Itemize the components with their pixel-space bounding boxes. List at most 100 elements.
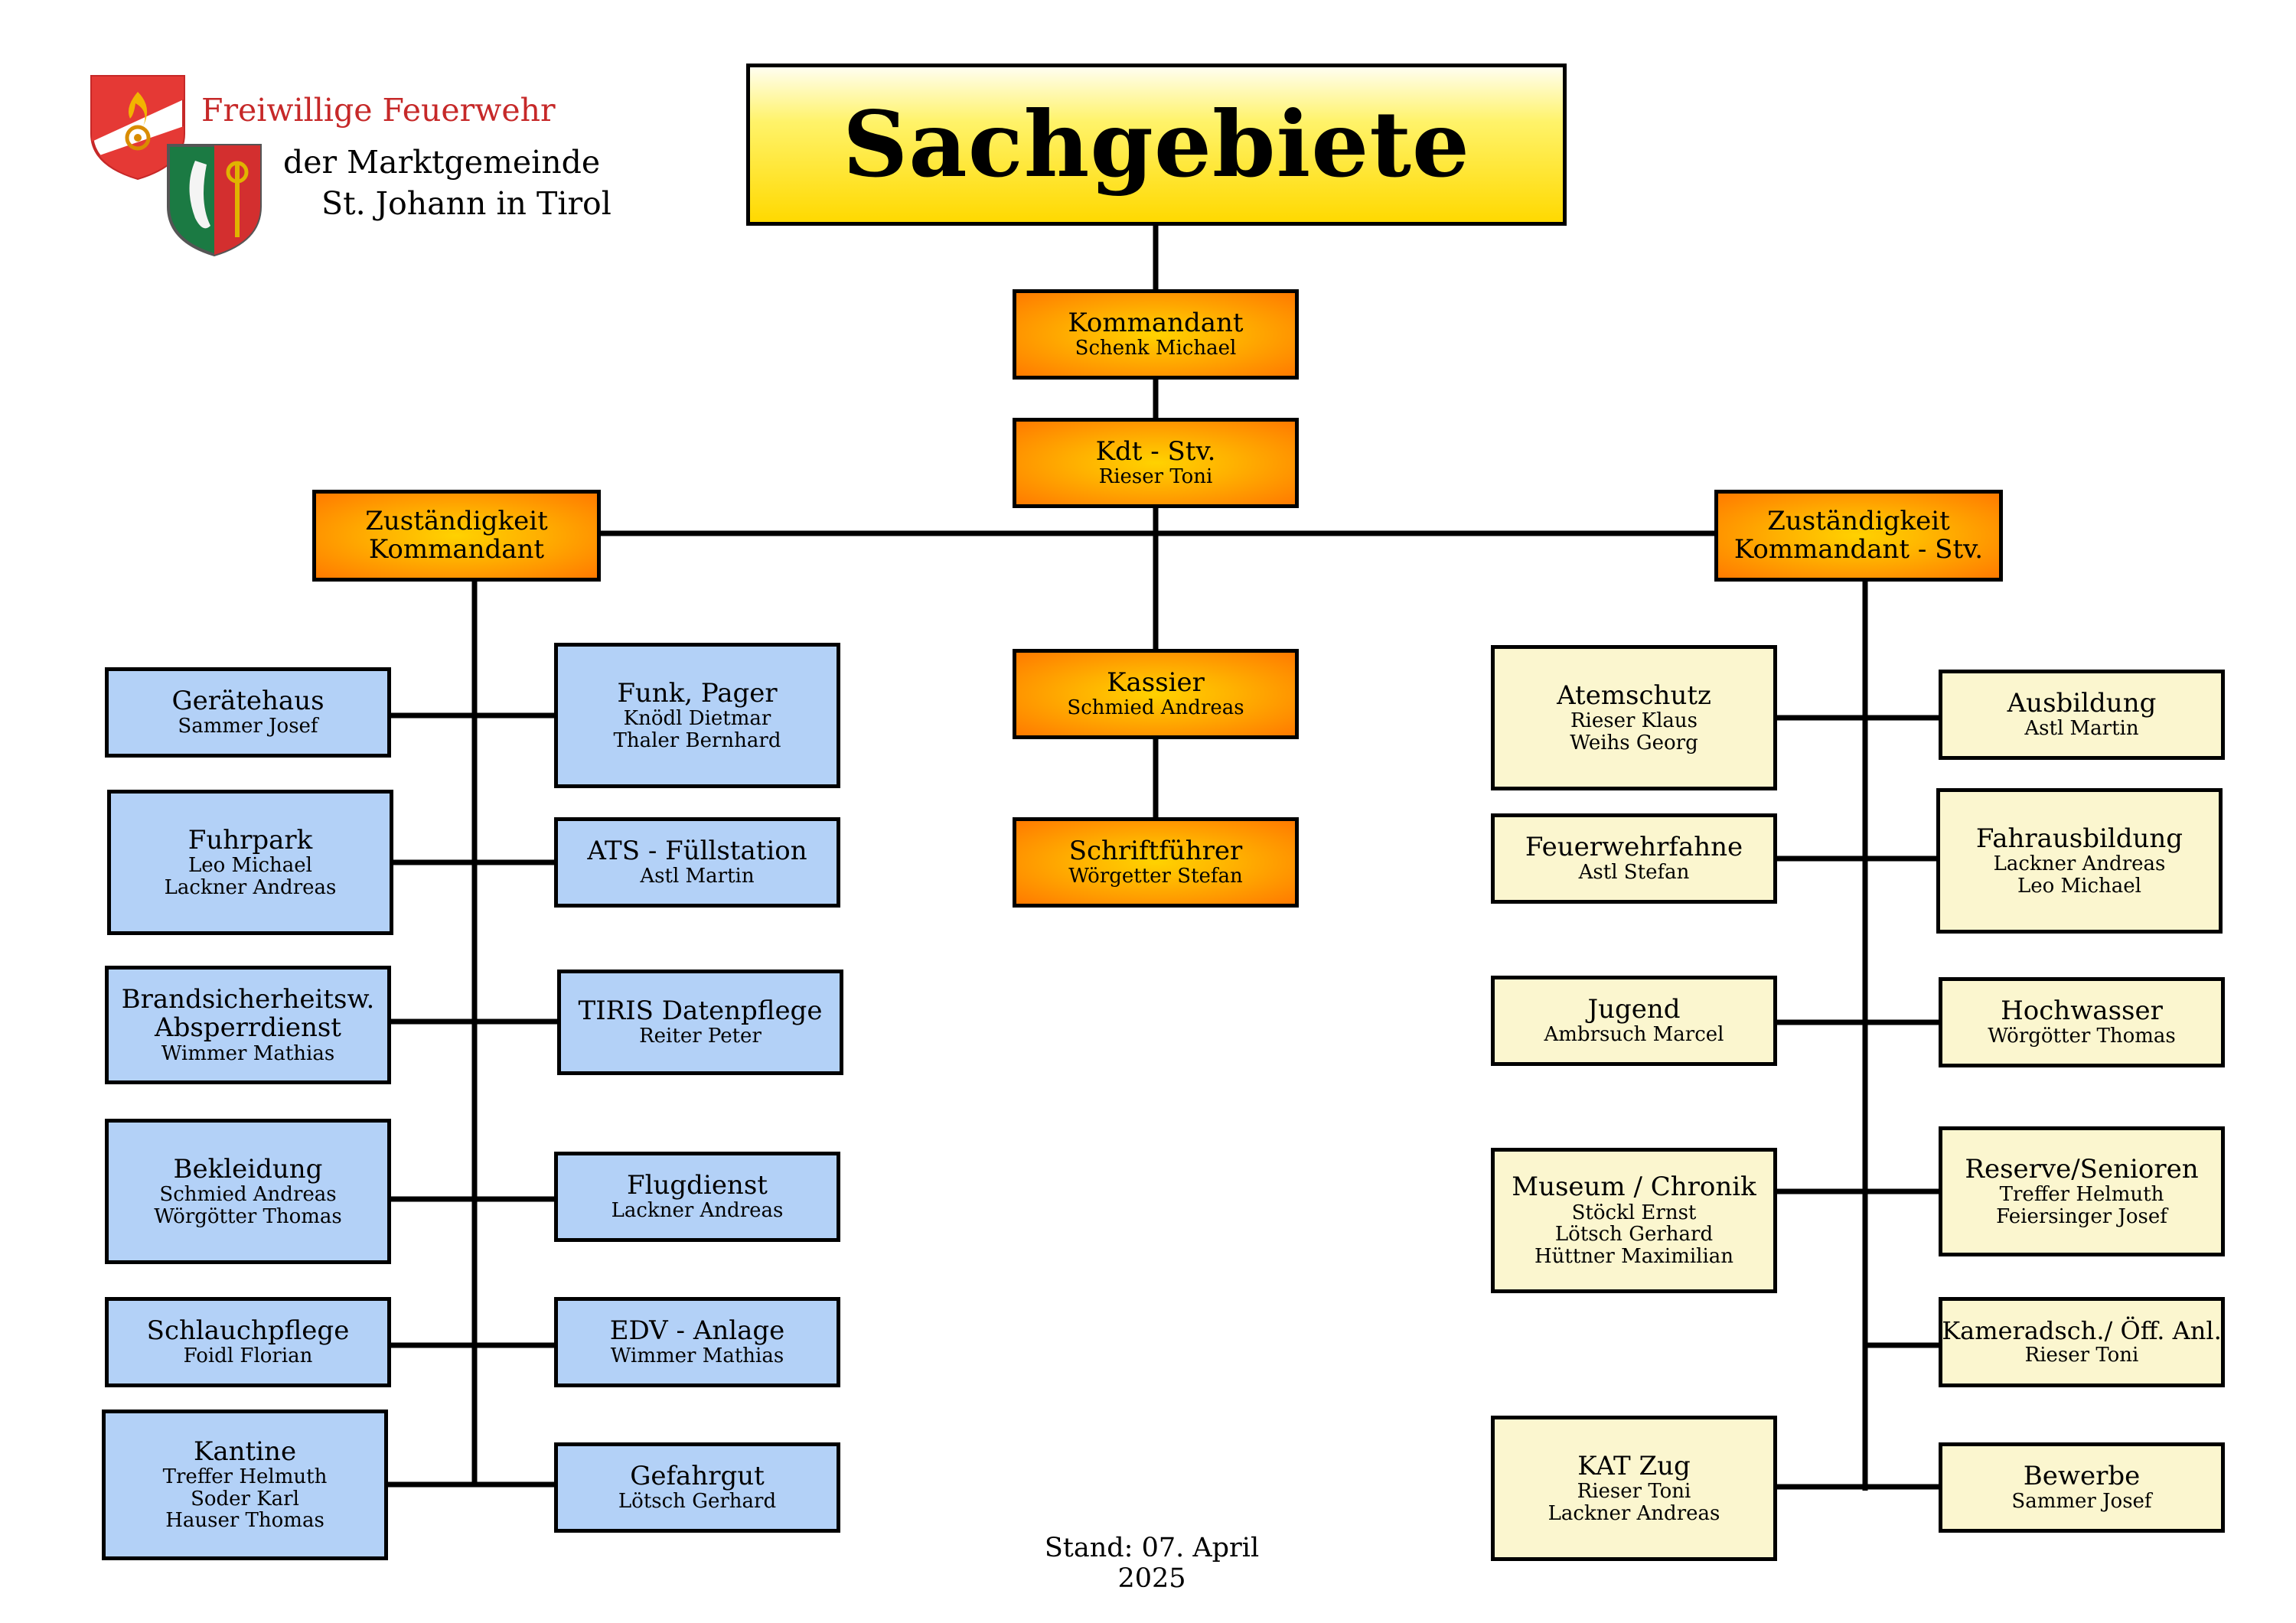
box-title: Jugend [1587, 994, 1681, 1025]
box-person: Rieser Klaus [1570, 709, 1698, 733]
task-box-reserve-senioren: Reserve/Senioren Treffer Helmuth Feiersi… [1939, 1126, 2225, 1256]
box-title: Gerätehaus [171, 686, 325, 716]
box-person: Wörgetter Stefan [1068, 865, 1243, 888]
kassier-box: Kassier Schmied Andreas [1013, 649, 1299, 739]
box-person: Knödl Dietmar [623, 707, 771, 731]
task-box-hochwasser: Hochwasser Wörgötter Thomas [1939, 977, 2225, 1067]
box-person: Lackner Andreas [1548, 1501, 1720, 1525]
box-title: Gefahrgut [630, 1461, 765, 1491]
task-box-geraetehaus: Gerätehaus Sammer Josef [105, 667, 391, 758]
box-person: Hüttner Maximilian [1534, 1244, 1734, 1268]
box-person: Weihs Georg [1570, 731, 1698, 754]
box-title: Kommandant - Stv. [1733, 534, 1984, 565]
box-person: Rieser Toni [2024, 1344, 2139, 1367]
zustaendigkeit-kommandant-box: Zuständigkeit Kommandant [312, 490, 601, 582]
kdt-stv-box: Kdt - Stv. Rieser Toni [1013, 418, 1299, 508]
box-person: Astl Martin [640, 865, 755, 888]
org-name-line3: St. Johann in Tirol [321, 185, 612, 222]
task-box-fuhrpark: Fuhrpark Leo Michael Lackner Andreas [107, 790, 393, 935]
box-title: Funk, Pager [617, 677, 778, 709]
task-box-museum-chronik: Museum / Chronik Stöckl Ernst Lötsch Ger… [1491, 1148, 1777, 1293]
fire-brigade-crest-icon [90, 75, 185, 180]
box-person: Rieser Toni [1577, 1480, 1691, 1504]
task-box-schlauchpflege: Schlauchpflege Foidl Florian [105, 1297, 391, 1387]
task-box-ausbildung: Ausbildung Astl Martin [1939, 670, 2225, 760]
task-box-feuerwehrfahne: Feuerwehrfahne Astl Stefan [1491, 813, 1777, 904]
box-person: Leo Michael [2017, 874, 2142, 898]
task-box-kameradschaft: Kameradsch./ Öff. Anl. Rieser Toni [1939, 1297, 2225, 1387]
box-person: Ambrsuch Marcel [1544, 1023, 1724, 1047]
box-title: Fuhrpark [188, 824, 313, 855]
task-box-gefahrgut: Gefahrgut Lötsch Gerhard [554, 1442, 840, 1533]
box-title: EDV - Anlage [609, 1315, 785, 1346]
box-person: Leo Michael [188, 854, 313, 878]
box-person: Sammer Josef [178, 715, 318, 738]
box-title: Absperrdienst [155, 1012, 341, 1044]
box-person: Astl Stefan [1578, 861, 1690, 885]
box-person: Schenk Michael [1075, 337, 1237, 360]
page-title-box: Sachgebiete [746, 64, 1567, 226]
box-person: Wörgötter Thomas [1988, 1025, 2176, 1048]
stand-date: Stand: 07. April 2025 [1044, 1533, 1260, 1594]
task-box-funk-pager: Funk, Pager Knödl Dietmar Thaler Bernhar… [554, 643, 840, 788]
box-person: Astl Martin [2024, 717, 2139, 741]
box-person: Reiter Peter [639, 1025, 762, 1048]
box-person: Schmied Andreas [1067, 696, 1244, 720]
box-person: Stöckl Ernst [1571, 1201, 1697, 1224]
box-person: Lackner Andreas [1993, 852, 2166, 876]
task-box-bekleidung: Bekleidung Schmied Andreas Wörgötter Tho… [105, 1119, 391, 1264]
box-title: Kommandant [1068, 308, 1244, 338]
box-person: Wörgötter Thomas [154, 1204, 342, 1228]
page-title: Sachgebiete [843, 91, 1470, 198]
task-box-fahrausbildung: Fahrausbildung Lackner Andreas Leo Micha… [1936, 788, 2223, 934]
box-title: Zuständigkeit [365, 505, 548, 536]
box-title: Atemschutz [1557, 680, 1711, 711]
box-person: Rieser Toni [1098, 465, 1213, 489]
kommandant-box: Kommandant Schenk Michael [1013, 289, 1299, 380]
task-box-brandsicherheitswache: Brandsicherheitsw. Absperrdienst Wimmer … [105, 966, 391, 1084]
box-title: Flugdienst [627, 1170, 768, 1201]
box-person: Sammer Josef [2011, 1490, 2152, 1514]
box-title: KAT Zug [1577, 1450, 1691, 1481]
box-person: Lötsch Gerhard [618, 1490, 777, 1514]
box-person: Soder Karl [191, 1487, 299, 1511]
box-title: Kommandant [368, 534, 545, 565]
box-title: Kdt - Stv. [1095, 436, 1216, 467]
box-title: Schlauchpflege [146, 1315, 350, 1346]
box-title: Kassier [1107, 667, 1205, 698]
task-box-jugend: Jugend Ambrsuch Marcel [1491, 976, 1777, 1066]
box-title: Brandsicherheitsw. [121, 983, 375, 1015]
box-person: Lötsch Gerhard [1554, 1223, 1714, 1247]
fire-brigade-logo: Freiwillige Feuerwehr der Marktgemeinde … [88, 69, 612, 260]
box-title: Hochwasser [2001, 996, 2163, 1026]
task-box-edv-anlage: EDV - Anlage Wimmer Mathias [554, 1297, 840, 1387]
box-title: Museum / Chronik [1512, 1172, 1756, 1203]
task-box-atemschutz: Atemschutz Rieser Klaus Weihs Georg [1491, 645, 1777, 790]
task-box-kantine: Kantine Treffer Helmuth Soder Karl Hause… [102, 1410, 388, 1560]
task-box-tiris-datenpflege: TIRIS Datenpflege Reiter Peter [557, 970, 843, 1075]
box-title: Fahrausbildung [1975, 823, 2183, 854]
box-person: Hauser Thomas [165, 1509, 325, 1533]
box-person: Treffer Helmuth [162, 1465, 328, 1489]
org-name-line2: der Marktgemeinde [283, 144, 601, 181]
zustaendigkeit-kdt-stv-box: Zuständigkeit Kommandant - Stv. [1714, 490, 2003, 582]
box-title: Zuständigkeit [1767, 505, 1950, 536]
schriftfuehrer-box: Schriftführer Wörgetter Stefan [1013, 817, 1299, 908]
box-title: Bewerbe [2023, 1461, 2141, 1491]
box-title: TIRIS Datenpflege [578, 996, 823, 1026]
org-name-line1: Freiwillige Feuerwehr [201, 92, 556, 129]
box-title: Feuerwehrfahne [1525, 832, 1743, 862]
box-person: Wimmer Mathias [610, 1344, 784, 1368]
box-person: Schmied Andreas [159, 1183, 337, 1207]
box-title: Schriftführer [1068, 836, 1243, 866]
box-title: Kantine [193, 1436, 297, 1467]
box-title: ATS - Füllstation [587, 836, 807, 866]
box-title: Ausbildung [2007, 688, 2157, 719]
box-title: Bekleidung [173, 1153, 323, 1185]
box-person: Wimmer Mathias [161, 1041, 335, 1065]
task-box-flugdienst: Flugdienst Lackner Andreas [554, 1152, 840, 1242]
box-person: Lackner Andreas [611, 1199, 784, 1223]
box-person: Lackner Andreas [164, 875, 337, 899]
box-title: Reserve/Senioren [1965, 1153, 2199, 1185]
